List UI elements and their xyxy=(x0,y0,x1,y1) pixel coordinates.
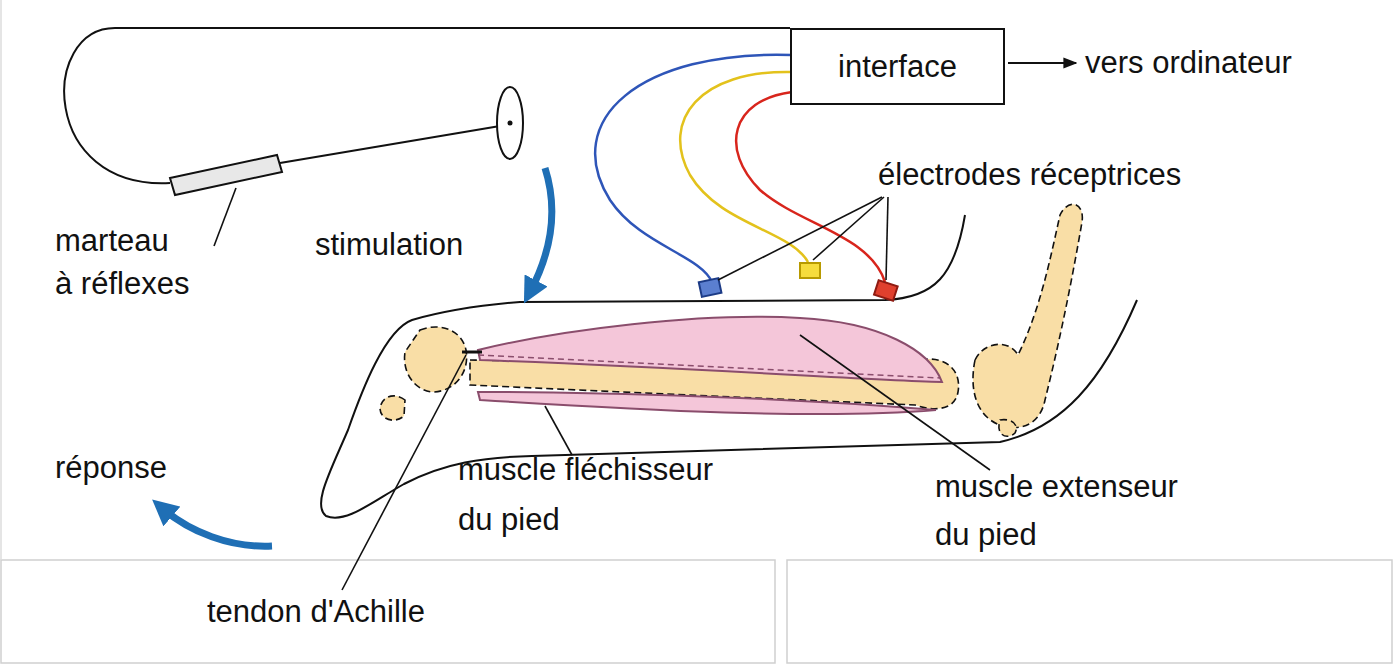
table-cell xyxy=(1,560,775,663)
stimulation-arrow xyxy=(530,168,552,292)
extensor-muscle xyxy=(478,355,940,378)
flexor-label: muscle fléchisseur du pied xyxy=(458,445,748,545)
tendon-label: tendon d'Achille xyxy=(207,594,425,630)
output-label: vers ordinateur xyxy=(1085,45,1292,81)
blue-wire xyxy=(595,55,792,282)
flexor-muscle xyxy=(478,392,936,414)
bones xyxy=(380,204,1082,436)
hammer-cable xyxy=(64,28,790,183)
response-label: réponse xyxy=(55,450,167,486)
hammer-label: marteau à réflexes xyxy=(55,219,192,305)
yellow-electrode xyxy=(800,263,820,278)
extensor-label: muscle extenseur du pied xyxy=(935,463,1215,559)
interface-box: interface xyxy=(790,28,1005,105)
electrode-label: électrodes réceptrices xyxy=(878,157,1181,193)
box-label: interface xyxy=(838,49,957,85)
stimulation-label: stimulation xyxy=(315,227,463,263)
leader-lines xyxy=(214,188,990,590)
blue-electrode xyxy=(699,278,722,297)
output-arrow xyxy=(1008,62,1076,64)
red-wire xyxy=(736,92,885,282)
achilles-tendon xyxy=(462,351,482,354)
extensor-muscle xyxy=(478,317,942,382)
red-electrode xyxy=(874,280,898,300)
reflex-hammer xyxy=(170,87,523,195)
frame-line xyxy=(0,0,2,560)
response-arrow xyxy=(162,508,272,546)
table-cell xyxy=(787,560,1392,663)
